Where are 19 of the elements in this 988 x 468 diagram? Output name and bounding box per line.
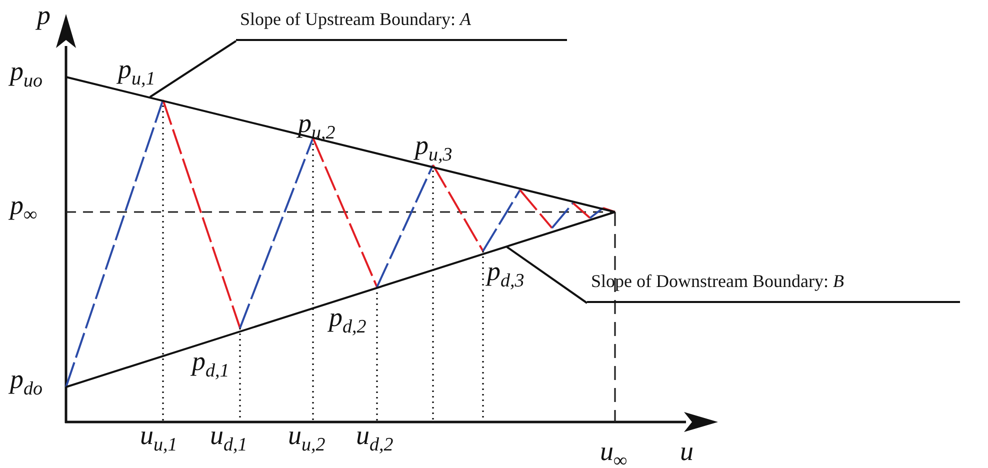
math-label: p (37, 2, 50, 29)
math-label: p$_{u,3}$ (415, 132, 452, 165)
math-label: p$_{uo}$ (10, 58, 42, 91)
math-label: u$_{u,2}$ (288, 422, 326, 455)
math-label: p$_{d,3}$ (487, 258, 524, 291)
leader-line (506, 246, 588, 304)
leader-line (149, 40, 237, 98)
math-label: p$_{∞}$ (10, 192, 38, 225)
math-label: p$_{d,2}$ (329, 304, 366, 337)
math-label: p$_{u,1}$ (118, 56, 156, 89)
math-label: u$_{d,1}$ (210, 422, 248, 455)
callout-text: Slope of Upstream Boundary: A (236, 8, 567, 41)
math-label: u$_{∞}$ (600, 438, 628, 468)
math-label: u$_{d,2}$ (356, 422, 394, 455)
math-label: u$_{u,1}$ (140, 422, 178, 455)
math-label: p$_{d,1}$ (192, 348, 230, 381)
callout-text: Slope of Downstream Boundary: B (587, 270, 960, 303)
math-label: u (680, 438, 694, 465)
math-label: p$_{do}$ (10, 366, 42, 399)
